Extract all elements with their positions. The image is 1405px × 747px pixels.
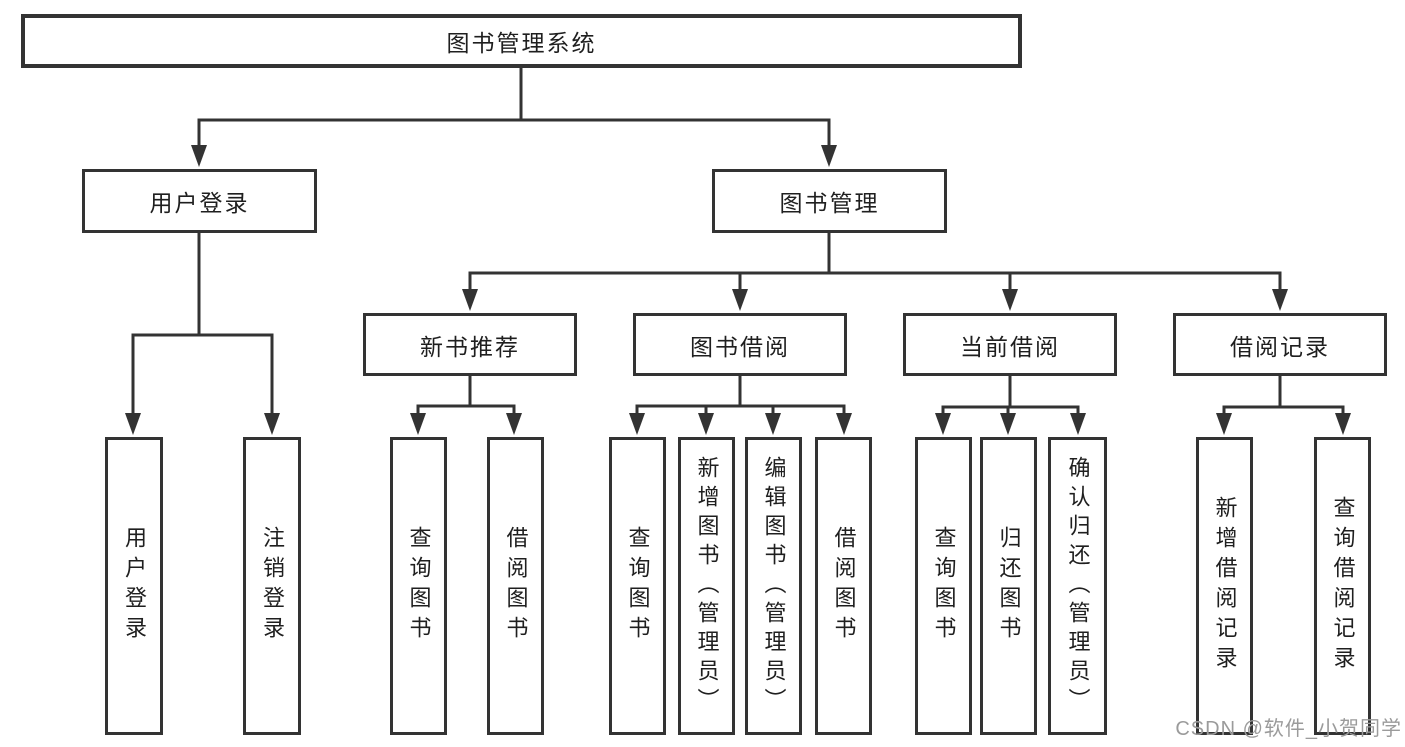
node-label: 图书借阅 bbox=[690, 333, 790, 360]
node-label: 图书管理系统 bbox=[446, 30, 597, 56]
node-borrow-records: 借阅记录 bbox=[1173, 313, 1387, 376]
node-label: 查询借阅记录 bbox=[1330, 496, 1356, 676]
node-label: 借阅图书 bbox=[503, 526, 529, 646]
leaf-borrow-books: 借阅图书 bbox=[815, 437, 872, 735]
node-label: 借阅图书 bbox=[831, 526, 857, 646]
leaf-query-books-borrow: 查询图书 bbox=[609, 437, 666, 735]
leaf-add-books-admin: 新增图书（管理员） bbox=[678, 437, 735, 735]
leaf-query-books-current: 查询图书 bbox=[915, 437, 972, 735]
node-label: 确认归还（管理员） bbox=[1065, 455, 1091, 717]
node-label: 新书推荐 bbox=[420, 333, 520, 360]
node-book-management: 图书管理 bbox=[712, 169, 947, 233]
node-label: 编辑图书（管理员） bbox=[761, 455, 787, 717]
node-label: 新增图书（管理员） bbox=[694, 455, 720, 717]
node-label: 查询图书 bbox=[406, 526, 432, 646]
node-root-system: 图书管理系统 bbox=[21, 14, 1022, 68]
leaf-confirm-return-admin: 确认归还（管理员） bbox=[1048, 437, 1107, 735]
node-label: 图书管理 bbox=[779, 190, 880, 216]
node-label: 注销登录 bbox=[260, 526, 285, 646]
leaf-add-borrow-record: 新增借阅记录 bbox=[1196, 437, 1253, 735]
node-label: 用户登录 bbox=[149, 190, 250, 216]
arrowheads bbox=[125, 145, 1351, 435]
leaf-borrow-books-recommend: 借阅图书 bbox=[487, 437, 544, 735]
node-current-borrow: 当前借阅 bbox=[903, 313, 1117, 376]
node-label: 当前借阅 bbox=[960, 333, 1060, 360]
leaf-user-login: 用户登录 bbox=[105, 437, 163, 735]
leaf-return-books: 归还图书 bbox=[980, 437, 1037, 735]
node-label: 新增借阅记录 bbox=[1212, 496, 1238, 676]
node-label: 用户登录 bbox=[122, 526, 147, 646]
csdn-watermark: CSDN @软件_小贺同学 bbox=[1175, 718, 1402, 740]
node-label: 查询图书 bbox=[625, 526, 651, 646]
node-user-login: 用户登录 bbox=[82, 169, 317, 233]
leaf-query-books-recommend: 查询图书 bbox=[390, 437, 447, 735]
node-label: 借阅记录 bbox=[1230, 333, 1330, 360]
leaf-edit-books-admin: 编辑图书（管理员） bbox=[745, 437, 802, 735]
leaf-logout: 注销登录 bbox=[243, 437, 301, 735]
node-book-borrow: 图书借阅 bbox=[633, 313, 847, 376]
node-label: 归还图书 bbox=[996, 526, 1022, 646]
leaf-query-borrow-record: 查询借阅记录 bbox=[1314, 437, 1371, 735]
node-label: 查询图书 bbox=[931, 526, 957, 646]
node-new-book-recommend: 新书推荐 bbox=[363, 313, 577, 376]
